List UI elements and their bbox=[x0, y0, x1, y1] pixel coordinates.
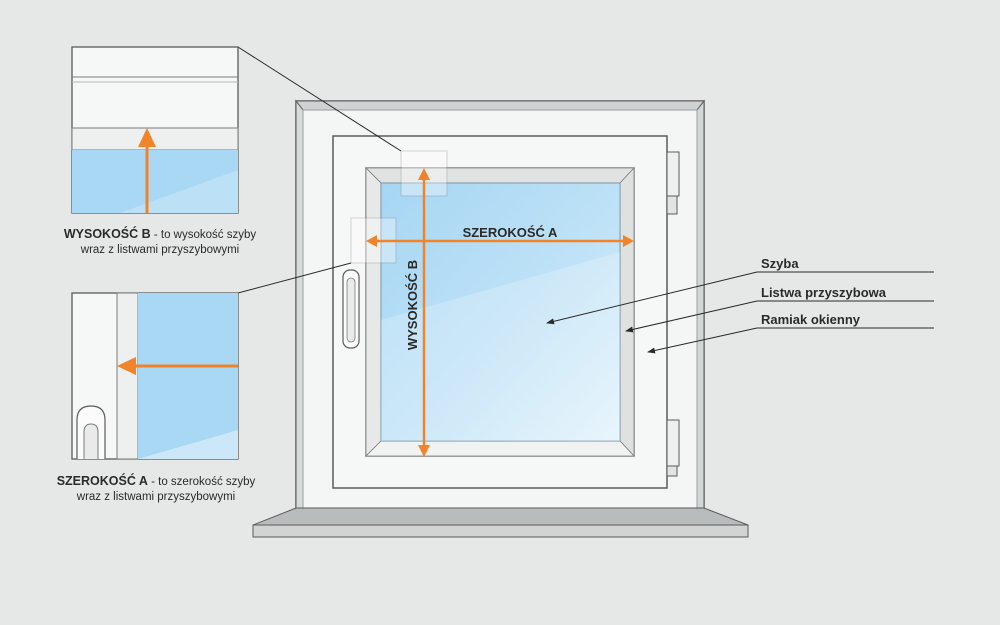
window-illustration: SZEROKOŚĆ A WYSOKOŚĆ B bbox=[252, 99, 749, 538]
callout-arrow-icon bbox=[647, 327, 758, 354]
callout-listwa-label: Listwa przyszybowa bbox=[761, 285, 887, 300]
hinge-icon bbox=[666, 419, 680, 477]
width-caption-title: SZEROKOŚĆ A bbox=[56, 474, 148, 488]
callout-szyba: Szyba bbox=[546, 256, 934, 325]
width-caption-text2: wraz z listwami przyszybowymi bbox=[76, 491, 236, 503]
height-caption-title: WYSOKOŚĆ B bbox=[63, 227, 151, 241]
zoom-panel-width bbox=[71, 292, 239, 460]
callout-szyba-label: Szyba bbox=[761, 256, 799, 271]
callout-listwa: Listwa przyszybowa bbox=[625, 285, 934, 333]
window-handle-icon bbox=[76, 405, 106, 459]
window-sill bbox=[252, 507, 749, 538]
zoom-connector-top bbox=[237, 46, 402, 152]
orange-arrow-icon bbox=[366, 235, 634, 247]
callout-arrow-icon bbox=[625, 300, 758, 333]
height-caption: WYSOKOŚĆ B - to wysokość szyby wraz z li… bbox=[40, 227, 280, 258]
orange-arrow-icon bbox=[418, 168, 430, 457]
orange-arrow-icon bbox=[138, 128, 156, 213]
zoom-panel-height bbox=[71, 46, 239, 214]
width-a-label: SZEROKOŚĆ A bbox=[463, 225, 558, 240]
height-caption-text: - to wysokość szyby bbox=[150, 229, 257, 241]
height-b-label: WYSOKOŚĆ B bbox=[405, 260, 420, 350]
width-caption-text: - to szerokość szyby bbox=[147, 476, 256, 488]
callout-ramiak-label: Ramiak okienny bbox=[761, 312, 861, 327]
callout-arrow-icon bbox=[546, 271, 758, 325]
glass-pane bbox=[380, 182, 621, 442]
window-handle-icon bbox=[342, 269, 360, 349]
hinge-icon bbox=[666, 151, 680, 215]
height-caption-text2: wraz z listwami przyszybowymi bbox=[80, 244, 240, 256]
callout-ramiak: Ramiak okienny bbox=[647, 312, 934, 354]
zoom-connector-left bbox=[237, 262, 352, 294]
orange-arrow-icon bbox=[117, 357, 238, 375]
width-caption: SZEROKOŚĆ A - to szerokość szyby wraz z … bbox=[36, 474, 276, 505]
